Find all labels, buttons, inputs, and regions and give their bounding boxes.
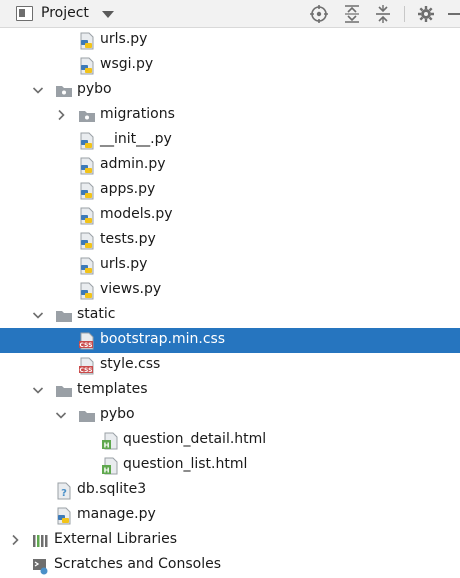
tree-item-label: External Libraries (54, 531, 177, 547)
svg-text:CSS: CSS (80, 342, 93, 349)
collapse-all-icon[interactable] (373, 4, 393, 24)
tree-item[interactable]: urls.py (0, 253, 460, 278)
html-file-icon: H (101, 432, 119, 450)
tree-item[interactable]: pybo (0, 403, 460, 428)
gear-icon[interactable] (416, 4, 436, 24)
python-file-icon (78, 207, 96, 225)
tree-item-label: static (77, 306, 116, 322)
chevron-right-icon[interactable] (8, 533, 22, 547)
tree-item-label: models.py (100, 206, 173, 222)
tree-item-label: tests.py (100, 231, 156, 247)
tree-item[interactable]: admin.py (0, 153, 460, 178)
tree-item-label: templates (77, 381, 148, 397)
tree-item-label: bootstrap.min.css (100, 331, 226, 347)
svg-text:H: H (104, 442, 110, 450)
tree-item-label: question_list.html (123, 456, 248, 472)
tree-item[interactable]: urls.py (0, 28, 460, 53)
toolbar-separator (404, 6, 405, 22)
tree-item[interactable]: manage.py (0, 503, 460, 528)
tree-item-label: apps.py (100, 181, 156, 197)
tree-item[interactable]: wsgi.py (0, 53, 460, 78)
project-tool-window-header: Project (0, 0, 460, 28)
chevron-down-icon[interactable] (54, 408, 68, 422)
external-libraries-icon (32, 532, 50, 550)
tree-item-label: pybo (77, 81, 112, 97)
python-file-icon (78, 182, 96, 200)
tree-item-label: wsgi.py (100, 56, 154, 72)
svg-text:CSS: CSS (80, 367, 93, 374)
tree-item-label: urls.py (100, 256, 148, 272)
tree-item-label: views.py (100, 281, 162, 297)
tree-item[interactable]: CSS bootstrap.min.css (0, 328, 460, 353)
folder-icon (55, 382, 73, 400)
tree-item[interactable]: tests.py (0, 228, 460, 253)
tree-item-label: Scratches and Consoles (54, 556, 221, 572)
python-file-icon (78, 232, 96, 250)
tree-item[interactable]: apps.py (0, 178, 460, 203)
python-file-icon (78, 132, 96, 150)
scratches-icon (32, 557, 50, 575)
css-file-icon: CSS (78, 332, 96, 350)
expand-all-icon[interactable] (342, 4, 362, 24)
tree-item-label: migrations (100, 106, 175, 122)
unknown-file-icon: ? (55, 482, 73, 500)
python-file-icon (78, 282, 96, 300)
view-dropdown-icon[interactable] (102, 11, 114, 18)
python-file-icon (55, 507, 73, 525)
tree-item[interactable]: views.py (0, 278, 460, 303)
svg-text:?: ? (61, 488, 67, 499)
folder-icon (78, 407, 96, 425)
html-file-icon: H (101, 457, 119, 475)
tree-item-label: urls.py (100, 31, 148, 47)
python-file-icon (78, 57, 96, 75)
locate-icon[interactable] (309, 4, 329, 24)
chevron-down-icon[interactable] (31, 383, 45, 397)
tree-item-label: db.sqlite3 (77, 481, 147, 497)
tool-window-title[interactable]: Project (41, 5, 89, 21)
svg-text:H: H (104, 467, 110, 475)
python-file-icon (78, 257, 96, 275)
tree-item[interactable]: models.py (0, 203, 460, 228)
chevron-down-icon[interactable] (31, 83, 45, 97)
python-file-icon (78, 157, 96, 175)
tree-item-label: pybo (100, 406, 135, 422)
tree-item[interactable]: pybo (0, 78, 460, 103)
tree-item[interactable]: __init__.py (0, 128, 460, 153)
chevron-right-icon[interactable] (54, 108, 68, 122)
tree-item[interactable]: Scratches and Consoles (0, 553, 460, 578)
tree-item-label: __init__.py (100, 131, 172, 147)
tree-item[interactable]: templates (0, 378, 460, 403)
chevron-down-icon[interactable] (31, 308, 45, 322)
package-folder-icon (78, 107, 96, 125)
tree-item[interactable]: ? db.sqlite3 (0, 478, 460, 503)
tree-item-label: manage.py (77, 506, 156, 522)
css-file-icon: CSS (78, 357, 96, 375)
tree-item[interactable]: External Libraries (0, 528, 460, 553)
hide-icon[interactable] (446, 4, 460, 24)
python-file-icon (78, 32, 96, 50)
folder-icon (55, 307, 73, 325)
tree-item-label: style.css (100, 356, 161, 372)
tree-item-label: question_detail.html (123, 431, 267, 447)
project-window-icon (16, 6, 33, 21)
tree-item[interactable]: migrations (0, 103, 460, 128)
tree-item[interactable]: static (0, 303, 460, 328)
package-folder-icon (55, 82, 73, 100)
tree-item-label: admin.py (100, 156, 166, 172)
tree-item[interactable]: CSS style.css (0, 353, 460, 378)
